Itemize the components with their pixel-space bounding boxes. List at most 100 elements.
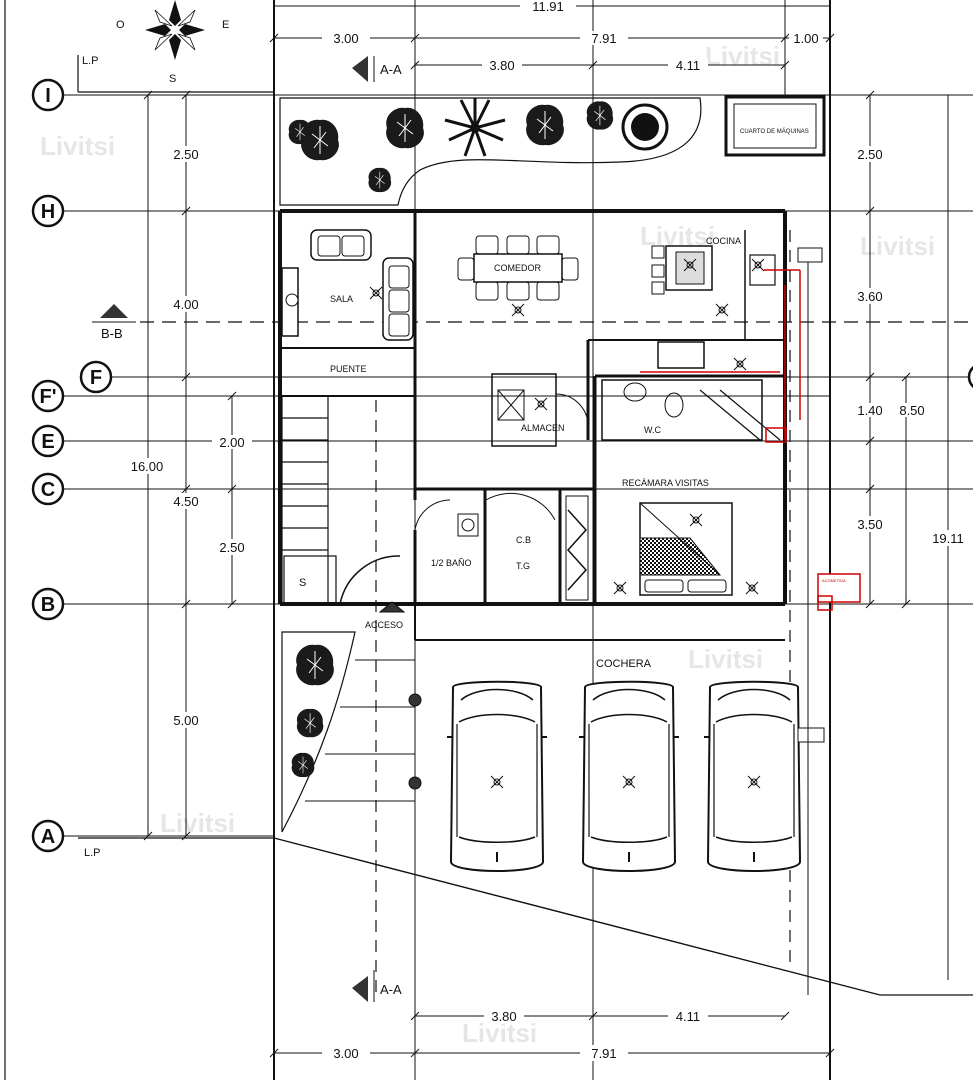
section-label: B-B [101,326,123,341]
grid-label: B [41,594,55,616]
dimension-label: 7.91 [591,31,616,46]
lamp-icon [751,258,765,272]
car-icon [578,680,680,872]
dimension-label: 4.00 [173,297,198,312]
staircase [281,395,337,605]
room-label-comedor: COMEDOR [494,263,542,273]
dimension-label: 4.11 [676,1009,700,1024]
room-label-wc: W.C [644,425,661,435]
grid-label: A [41,826,55,848]
compass: O E S [116,0,229,85]
compass-east: E [222,19,229,31]
almacen [491,373,589,447]
bed [639,502,733,596]
car-icon [446,680,548,872]
grid-bubble-e: E [31,424,65,458]
grid-label: C [41,479,55,501]
dimension-label: 2.00 [219,435,244,450]
dimension-label: 5.00 [173,713,198,728]
grid-bubble-a: A [31,819,65,853]
section-label: A-A [380,62,402,77]
dimension-label: 16.00 [131,459,164,474]
grid-label: E [41,431,54,453]
dimension-label: 3.50 [857,517,882,532]
grid-bubble-h: H [31,194,65,228]
watermark: Livitsi [860,231,935,261]
dimension-label: 3.00 [333,31,358,46]
service-boxes [797,247,825,995]
grid-bubble-f-prime: F' [31,379,65,413]
room-label-almacen: ALMACEN [521,423,565,433]
section-mark-aa-top: A-A [352,56,402,82]
car-icon [703,680,805,872]
garden-top [279,96,702,206]
room-label-maquinas: CUARTO DE MÁQUINAS [740,128,809,135]
dimension-label: 11.91 [532,0,564,14]
compass-south: S [169,73,176,85]
dimension-label: 4.11 [676,58,700,73]
dimension-label: 4.50 [173,494,198,509]
grid-label: I [45,85,51,107]
house-walls [278,209,787,641]
lamp-icon [715,303,729,317]
room-label-medio-bano: 1/2 BAÑO [431,558,472,568]
lamp-icon [733,357,747,371]
grid-bubble-c: C [31,472,65,506]
grid-bubble-b: B [31,587,65,621]
closet [565,495,589,601]
room-label-recamara: RECÁMARA VISITAS [622,478,709,488]
comedor-table [457,235,579,301]
section-mark-aa-bottom: A-A [352,970,402,1002]
grid-label: F [90,367,102,389]
watermark: Livitsi [705,41,780,71]
dimension-label: 7.91 [591,1046,616,1061]
room-label-cb: C.B [516,535,531,545]
lamp-icon [745,581,759,595]
dimension-label: 3.00 [333,1046,358,1061]
watermark: Livitsi [160,808,235,838]
room-label-puente: PUENTE [330,364,367,374]
center-lines [375,230,791,1000]
dimension-label: 1.40 [857,403,882,418]
grid-bubble-i: I [31,78,65,112]
lamp-icon [511,303,525,317]
watermark: Livitsi [40,131,115,161]
site-boundary [4,0,973,1080]
sala-furniture [281,229,414,341]
stair-label: S [299,577,306,589]
compass-west: O [116,19,125,31]
dimension-label: 8.50 [899,403,924,418]
grid-label: H [41,201,55,223]
machine-room: CUARTO DE MÁQUINAS [724,95,826,157]
room-label-tg: T.G [516,561,530,571]
lamp-icon [613,581,627,595]
section-mark-bb: B-B [92,304,136,341]
dimension-label: 19.11 [932,531,964,546]
wc [601,379,781,441]
lamp-icon [369,286,383,300]
bano-fixtures [414,492,556,537]
grid-bubble-partial [967,365,973,389]
watermark: Livitsi [688,644,763,674]
grid-label: F' [40,386,57,408]
garden-left [281,631,356,833]
dimension-label: 3.80 [491,1009,516,1024]
dimension-label: 2.50 [173,147,198,162]
dimension-label: 1.00 [793,31,818,46]
property-line-label: L.P [84,847,101,859]
acceso [339,555,406,613]
property-line-label: L.P [82,55,99,67]
utility-lines [640,269,861,611]
lamp-icon [534,397,548,411]
room-label-sala: SALA [330,294,353,304]
dimension-label: 2.50 [857,147,882,162]
dimension-label: 3.60 [857,289,882,304]
note-text: ACOMETIDA [822,578,846,583]
room-label-acceso: ACCESO [365,620,403,630]
garage-walkway [305,659,422,802]
dimension-label: 3.80 [489,58,514,73]
section-label: A-A [380,982,402,997]
dimension-label: 2.50 [219,540,244,555]
room-label-cochera: COCHERA [596,658,652,670]
